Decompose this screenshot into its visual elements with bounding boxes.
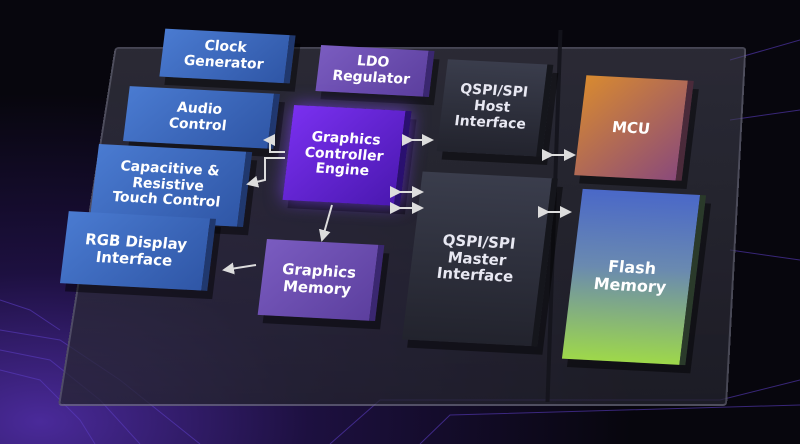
arrow-gmem-rgb xyxy=(222,262,257,275)
arrow-audio-gce xyxy=(263,134,285,153)
arrow-touch-gce xyxy=(246,157,285,188)
arrow-gce-gmem xyxy=(318,204,333,242)
